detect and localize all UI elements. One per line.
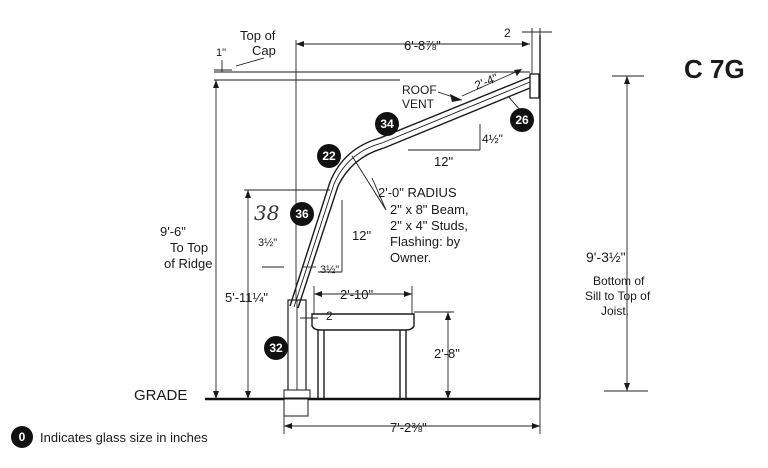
- model-code: C 7G: [684, 54, 745, 84]
- top-of-cap-label-1: Top of: [240, 28, 276, 43]
- dim-bottom-span-arrow-r: [532, 423, 540, 429]
- dim-3-5-left-label: 3½": [258, 237, 277, 249]
- dim-5-11-arrow-t: [245, 190, 251, 198]
- dim-5-11-arrow-b: [245, 391, 251, 399]
- grade-label: GRADE: [134, 387, 187, 404]
- svg-text:34: 34: [380, 117, 394, 131]
- dim-2-4-label: 2'-4": [473, 71, 500, 93]
- dim-sill-arrow-t: [624, 76, 630, 84]
- legend-text: Indicates glass size in inches: [40, 430, 208, 445]
- dim-2-10-arrow-r: [404, 291, 412, 297]
- dim-1in-label: 1": [216, 47, 226, 59]
- dim-2-4-line: [461, 69, 521, 97]
- beam-label-4: Owner.: [390, 250, 431, 265]
- dim-2-bench-label: 2: [326, 309, 333, 323]
- legend: 0 Indicates glass size in inches: [11, 426, 208, 448]
- legend-symbol-text: 0: [19, 430, 26, 444]
- dim-2-top-label: 2: [504, 26, 511, 40]
- dim-2-10-arrow-l: [314, 291, 322, 297]
- dim-top-span-arrow-r: [522, 41, 530, 47]
- roof-vent-label-1: ROOF: [402, 83, 437, 97]
- svg-text:26: 26: [515, 113, 529, 127]
- dim-bottom-span-label: 7'-2⅜": [390, 420, 427, 435]
- badge-34: 34: [375, 112, 399, 136]
- sill-label-1: 9'-3½": [586, 249, 626, 265]
- dim-top-span-label: 6'-8⅞": [404, 38, 441, 53]
- badge-26: 26: [510, 108, 534, 132]
- dim-2-8-arrow-t: [445, 312, 451, 320]
- glazing-bar-outer: [289, 76, 531, 307]
- sill-label-3: Sill to Top of: [585, 289, 651, 303]
- dim-5-11-label: 5'-11¼": [225, 290, 268, 305]
- svg-text:32: 32: [269, 341, 283, 355]
- top-of-cap-label-2: Cap: [252, 43, 276, 58]
- sill-label-4: Joist.: [601, 304, 629, 318]
- dim-2-8-arrow-b: [445, 391, 451, 399]
- dim-bottom-span-arrow-l: [284, 423, 292, 429]
- radius-label: 2'-0" RADIUS: [378, 185, 457, 200]
- badge-26-pointer: [507, 95, 521, 111]
- dim-ridge-arrow-b: [213, 391, 219, 399]
- handwritten-38: 38: [254, 201, 279, 225]
- beam-label-3: Flashing: by: [390, 234, 461, 249]
- roof-ledger: [529, 73, 540, 99]
- sill-label-2: Bottom of: [593, 274, 645, 288]
- badge-32: 32: [264, 336, 288, 360]
- dim-sill-arrow-b: [624, 383, 630, 391]
- dim-4-5-label: 4½": [482, 132, 503, 146]
- cap-pointer: [235, 57, 265, 67]
- legend-symbol: [11, 426, 33, 448]
- dim-2-8-label: 2'-8": [434, 346, 460, 361]
- dim-2-10-label: 2'-10": [340, 287, 374, 302]
- dim-3-5-right-label: 3½": [320, 264, 339, 276]
- dim-2-4-arrow: [514, 69, 522, 76]
- ridge-label-3: of Ridge: [164, 256, 212, 271]
- foundation-block: [283, 398, 309, 417]
- glazing-bar-inner: [297, 87, 531, 309]
- badge-22: 22: [317, 144, 341, 168]
- roof-vent-pointer: [437, 91, 463, 101]
- svg-text:22: 22: [322, 149, 336, 163]
- badge-36: 36: [290, 202, 314, 226]
- dim-top-span-arrow-l: [296, 41, 304, 47]
- roof-vent-label-2: VENT: [402, 97, 435, 111]
- ridge-label-1: 9'-6": [160, 224, 186, 239]
- radius-leader-b: [371, 177, 387, 211]
- dim-ridge-arrow-t: [213, 80, 219, 88]
- dim-12-roof-label: 12": [434, 154, 453, 169]
- sill-ledge: [283, 389, 311, 399]
- beam-label-1: 2" x 8" Beam,: [390, 202, 469, 217]
- svg-text:36: 36: [295, 207, 309, 221]
- radius-leader-a: [351, 155, 387, 211]
- dim-12-wall-label: 12": [352, 228, 371, 243]
- ridge-label-2: To Top: [170, 240, 208, 255]
- beam-label-2: 2" x 4" Studs,: [390, 218, 468, 233]
